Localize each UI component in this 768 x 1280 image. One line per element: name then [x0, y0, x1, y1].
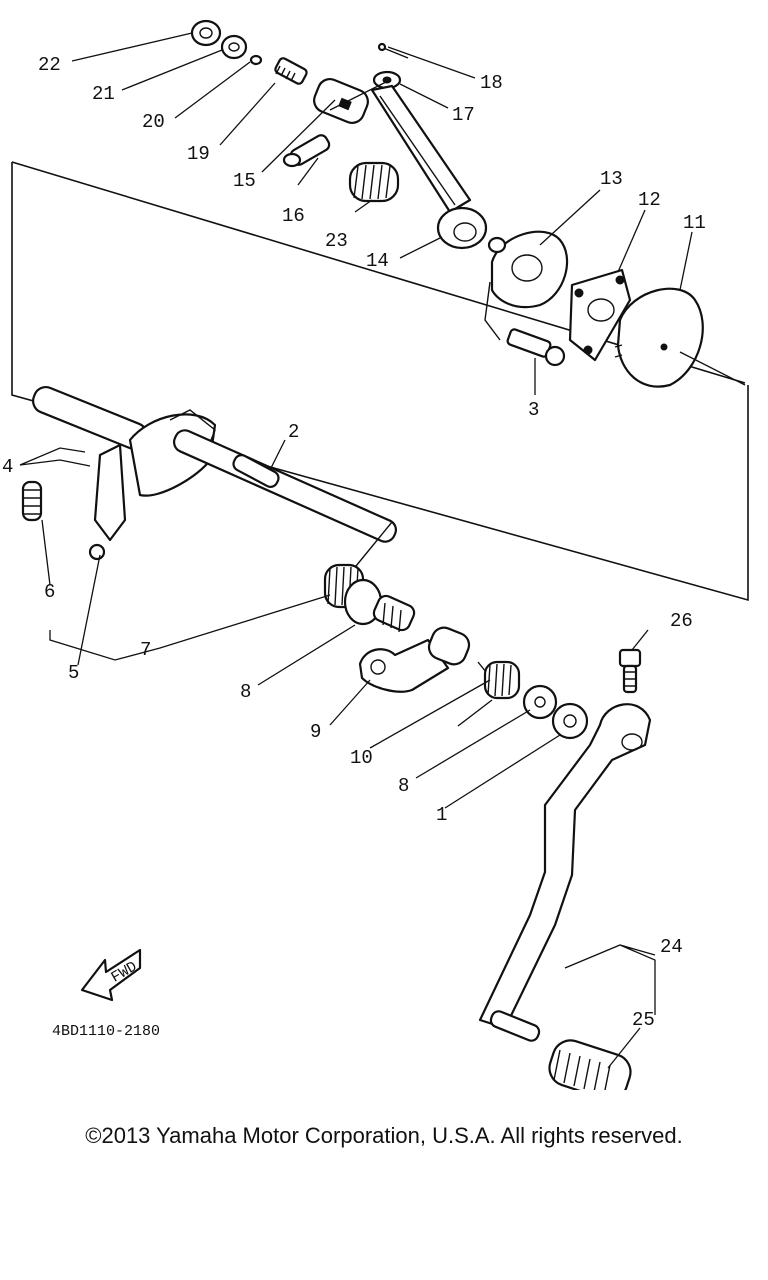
part-12-stopper-plate	[568, 268, 632, 362]
callout-25: 25	[632, 1009, 655, 1031]
part-4-shift-shaft	[32, 385, 397, 543]
part-10-spring	[457, 660, 521, 727]
part-5-pin	[88, 543, 106, 561]
callout-12: 12	[638, 189, 661, 211]
callout-26: 26	[670, 610, 693, 632]
part-20-circlip	[249, 54, 263, 66]
callout-23: 23	[325, 230, 348, 252]
part-9-lever	[358, 626, 471, 693]
part-24-shift-pedal	[478, 703, 652, 1042]
callout-5: 5	[68, 662, 79, 684]
part-22-nut	[190, 19, 222, 47]
part-25-pedal-rubber	[548, 1039, 632, 1090]
part-1-collar	[551, 702, 589, 740]
part-26-bolt	[618, 648, 642, 694]
drawing-code: 4BD1110-2180	[52, 1023, 160, 1040]
callout-4: 4	[2, 456, 13, 478]
part-18-cotter-pin	[377, 42, 409, 59]
part-6-spring	[21, 480, 43, 522]
part-2-pin	[232, 454, 280, 488]
callout-8-lower: 8	[398, 775, 409, 797]
callout-8-upper: 8	[240, 681, 251, 703]
callout-20: 20	[142, 111, 165, 133]
leader-lines	[19, 32, 746, 1069]
callout-9: 9	[310, 721, 321, 743]
part-8-collar	[343, 578, 416, 633]
callout-3: 3	[528, 399, 539, 421]
callout-labels: 22 21 20 19 15 16 23 14 17 18 13 12 11 3…	[2, 54, 706, 1031]
shift-shaft-exploded-diagram: FWD 4BD1110-2180 22 21 20	[2, 19, 749, 1090]
callout-16: 16	[282, 205, 305, 227]
part-13-shift-plate	[484, 230, 569, 341]
part-11-cover-plate	[614, 287, 704, 388]
callout-17: 17	[452, 104, 475, 126]
callout-6: 6	[44, 581, 55, 603]
callout-11: 11	[683, 212, 706, 234]
part-15-joint	[313, 78, 369, 124]
callout-7: 7	[140, 639, 151, 661]
callout-1: 1	[436, 804, 447, 826]
part-16-pin	[282, 134, 331, 168]
callout-10: 10	[350, 747, 373, 769]
part-3-bolt	[506, 328, 566, 367]
part-14-shift-arm	[370, 84, 488, 250]
part-23-spring	[348, 161, 400, 203]
callout-24: 24	[660, 936, 683, 958]
callout-18: 18	[480, 72, 503, 94]
callout-14: 14	[366, 250, 389, 272]
copyright-notice: ©2013 Yamaha Motor Corporation, U.S.A. A…	[85, 1123, 683, 1148]
part-19-bolt	[274, 57, 308, 85]
part-21-washer	[220, 34, 248, 60]
fwd-arrow-icon: FWD	[80, 948, 142, 1002]
callout-21: 21	[92, 83, 115, 105]
callout-19: 19	[187, 143, 210, 165]
callout-2: 2	[288, 421, 299, 443]
callout-22: 22	[38, 54, 61, 76]
callout-13: 13	[600, 168, 623, 190]
part-8-washer	[522, 684, 558, 720]
callout-15: 15	[233, 170, 256, 192]
